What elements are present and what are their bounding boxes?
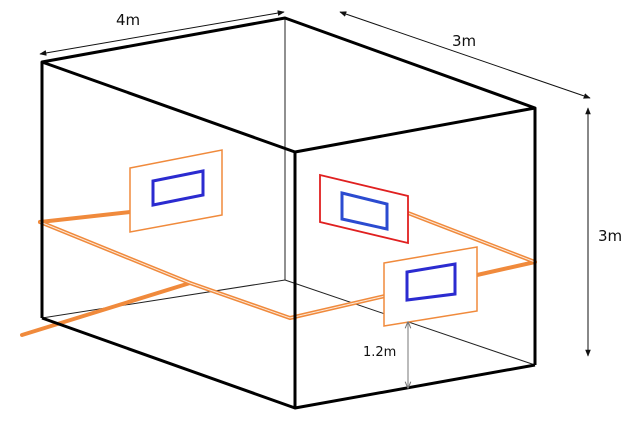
pipe-branch-left	[20, 281, 192, 337]
mount-height-label: 1.2m	[363, 345, 396, 360]
height-label: 3m	[598, 227, 622, 245]
panel-right-wall-red	[319, 173, 409, 245]
panel-left-inner	[151, 169, 205, 207]
depth-label: 3m	[452, 32, 476, 50]
width-dimension-arrow	[39, 10, 285, 56]
depth-dimension-arrow	[339, 11, 591, 99]
width-label: 4m	[116, 11, 140, 29]
panel-left-wall	[129, 149, 223, 233]
pipe-lower-right	[475, 260, 537, 277]
pipe-run-main	[38, 220, 387, 321]
panel-right-front	[383, 246, 478, 327]
panel-front-inner	[405, 262, 457, 302]
panel-red-inner	[340, 191, 389, 231]
